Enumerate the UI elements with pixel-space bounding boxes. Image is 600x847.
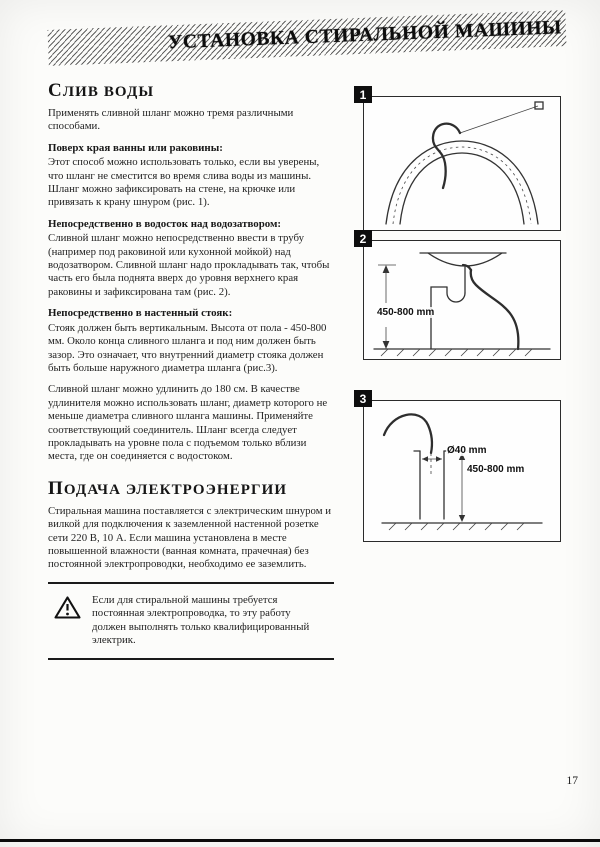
warning-box: Если для стиральной машины требуется пос… [48, 581, 334, 661]
figure-3-illustration [381, 413, 543, 531]
figure-3: 3 Ø40 mm 450-800 mm [354, 390, 561, 542]
figure-2-height-label: 450-800 mm [376, 307, 436, 318]
method-1-body: Этот способ можно использовать только, е… [48, 156, 320, 209]
method-1-title: Поверх края ванны или раковины: [48, 141, 223, 154]
method-3-title: Непосредственно в настенный стояк: [48, 307, 233, 320]
figure-2-illustration [373, 252, 551, 357]
warning-text: Если для стиральной машины требуется пос… [92, 593, 310, 646]
page-title: УСТАНОВКА СТИРАЛЬНОЙ МАШИНЫ [167, 17, 563, 54]
page-number: 17 [566, 775, 579, 787]
figure-3-number: 3 [354, 390, 372, 407]
figure-2-number: 2 [354, 230, 372, 247]
figure-3-height-label: 450-800 mm [466, 464, 526, 475]
drain-intro: Применять сливной шланг можно тремя разл… [48, 107, 294, 133]
method-2-body: Сливной шланг можно непосредственно ввес… [48, 232, 330, 298]
power-section-heading: ПОДАЧА ЭЛЕКТРОЭНЕРГИИ [48, 477, 288, 499]
figure-3-diameter-label: Ø40 mm [446, 445, 488, 456]
method-3-body: Стояк должен быть вертикальным. Высота о… [48, 321, 327, 374]
scan-artifact-line [0, 839, 600, 842]
method-2-title: Непосредственно в водосток над водозатво… [48, 217, 282, 230]
drain-extension-note: Сливной шланг можно удлинить до 180 см. … [48, 383, 328, 463]
drain-section-heading: СЛИВ ВОДЫ [48, 80, 155, 101]
figure-1-number: 1 [354, 86, 372, 103]
text-column: СЛИВ ВОДЫ Применять сливной шланг можно … [48, 80, 334, 661]
figure-2: 2 450-800 mm [354, 230, 561, 360]
figure-1-illustration [385, 101, 544, 225]
power-body: Стиральная машина поставляется с электри… [48, 504, 332, 571]
warning-icon [54, 595, 81, 625]
figure-1: 1 [354, 86, 561, 231]
header-banner: УСТАНОВКА СТИРАЛЬНОЙ МАШИНЫ [47, 10, 567, 66]
